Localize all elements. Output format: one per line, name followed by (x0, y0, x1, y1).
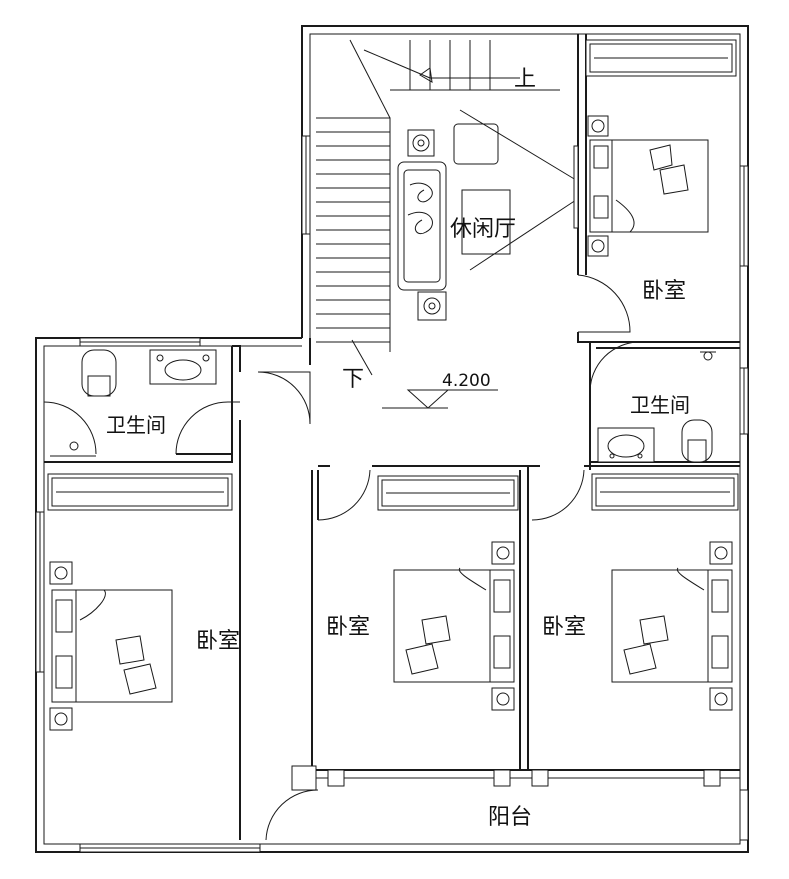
bedroom-c-label: 卧室 (326, 615, 370, 640)
bedroom-ne-furniture (573, 39, 737, 257)
balcony-label: 阳台 (488, 805, 532, 830)
bedroom-ne-label: 卧室 (642, 279, 686, 304)
level-marker: 4.200 (382, 371, 498, 409)
bedroom-e-furniture (591, 473, 739, 711)
windows (35, 135, 749, 853)
bedroom-w-furniture (47, 473, 233, 731)
lounge-furniture (397, 109, 577, 321)
bathroom-w-fixtures (43, 349, 217, 457)
staircase (316, 39, 560, 376)
down-label: 下 (342, 367, 364, 392)
bathroom-e-fixtures (597, 351, 716, 463)
bedroom-e-label: 卧室 (542, 615, 586, 640)
bathroom-w-label: 卫生间 (106, 413, 166, 437)
level-text: 4.200 (442, 371, 491, 391)
balcony-posts (327, 769, 721, 787)
interior-walls (44, 34, 740, 840)
bedroom-c-furniture (377, 475, 519, 711)
bathroom-e-label: 卫生间 (630, 393, 690, 417)
doors (175, 274, 641, 841)
exterior-walls (35, 25, 749, 853)
up-label: 上 (514, 67, 536, 92)
lounge-label: 休闲厅 (450, 217, 516, 242)
bedroom-w-label: 卧室 (196, 629, 240, 654)
room-labels: 上 下 休闲厅 卧室 卫生间 卫生间 卧室 卧室 卧室 阳台 (106, 67, 690, 830)
